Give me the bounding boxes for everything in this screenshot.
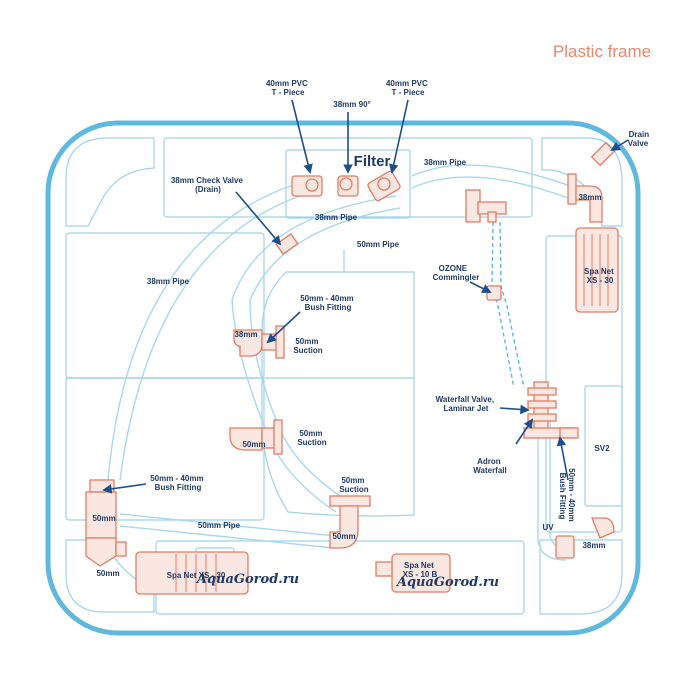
label-pvc-90: 38mm 90° [333, 100, 370, 109]
watermark-2: AquaGorod.ru [395, 575, 499, 590]
arrow-pvc-tee-right [388, 99, 409, 174]
ozone-line-a [491, 221, 515, 389]
elbow-50mm-left [229, 427, 263, 451]
label-pipe-38-bend: 38mm [234, 330, 257, 339]
uv-lamp [555, 535, 575, 559]
label-pipe-38-mid: 38mm Pipe [315, 213, 358, 222]
suction-3 [329, 495, 371, 549]
label-drain-valve: Drain Valve [628, 130, 652, 148]
label-sv2: SV2 [594, 444, 610, 453]
label-spanet-xs30-bottom: Spa Net XS - 30 [167, 571, 226, 580]
pipe-50mm-arc-b [249, 207, 401, 501]
label-pipe-38-left: 38mm Pipe [147, 277, 190, 286]
label-pvc-tee-right: 40mm PVC T - Piece [386, 79, 430, 97]
arrow-bush-fitting-left [102, 483, 147, 494]
label-suction-1: 50mm Suction [293, 337, 322, 355]
label-pipe-50-suction-bend: 50mm [332, 532, 355, 541]
label-suction-2: 50mm Suction [297, 429, 326, 447]
pipe-38mm-top-b [411, 176, 569, 199]
bush-fitting-left [85, 479, 127, 567]
arrow-ozone [469, 281, 492, 293]
label-check-valve: 38mm Check Valve (Drain) [171, 176, 245, 194]
label-pipe-50-left-bend: 50mm [242, 440, 265, 449]
tee-pieces [291, 170, 401, 202]
arrow-check-valve [235, 191, 282, 246]
label-adron: Adron Waterfall [473, 457, 507, 475]
label-bush-fitting-right: 50mm - 40mm Bush Fitting [558, 468, 576, 524]
arrow-drain-valve [610, 139, 629, 152]
ozone-line-b [499, 221, 525, 389]
label-bush-fitting-left: 50mm - 40mm Bush Fitting [150, 474, 206, 492]
arrow-adron [515, 418, 534, 445]
pipe-38mm-left [107, 183, 297, 481]
label-ozone: OZONE Commingler [433, 264, 480, 282]
corner-seat-bottom-right [539, 539, 623, 615]
pipe-38mm-top [411, 164, 571, 187]
elbow-top-right [567, 173, 603, 223]
waterfall-valve [523, 381, 575, 439]
suction-2 [261, 419, 283, 455]
panel-left-upper [65, 232, 265, 379]
label-pipe-50-top: 50mm Pipe [357, 240, 400, 249]
check-valve [275, 233, 299, 255]
pipe-50mm-bottom [119, 513, 337, 537]
label-pipe-50-bl: 50mm [96, 569, 119, 578]
bush-fitting-right [559, 427, 615, 539]
arrow-bush-fitting-top [266, 311, 301, 344]
label-uv: UV [542, 523, 554, 532]
spanet-xs10b [375, 553, 451, 593]
arrow-bush-fitting-right [556, 436, 569, 481]
diagram-title: Plastic frame [553, 42, 651, 61]
label-pipe-50-left: 50mm [92, 514, 115, 523]
label-waterfall-valve: Waterfall Valve, Laminar Jet [436, 395, 497, 413]
arrow-pvc-tee-left [291, 99, 313, 174]
spanet-xs30-bottom [135, 551, 249, 595]
label-pipe-50-bottom: 50mm Pipe [198, 521, 241, 530]
pipe-50mm-bottom-b [119, 525, 335, 549]
label-pipe-38-top: 38mm Pipe [424, 158, 467, 167]
footwell [261, 271, 415, 517]
ozone-injector [465, 189, 507, 223]
spanet-xs30-right [575, 227, 619, 313]
pipe-38mm-left-b [119, 195, 301, 481]
label-pipe-38-br: 38mm [582, 541, 605, 550]
label-spanet-xs10b: Spa Net XS - 10 B [403, 561, 438, 579]
label-spanet-xs30-right: Spa Net XS - 30 [584, 267, 616, 285]
sv2-box [584, 385, 623, 507]
arrow-waterfall-valve [499, 404, 530, 415]
corner-seat-top-left [65, 137, 155, 227]
label-pipe-38-tr: 38mm [578, 193, 601, 202]
label-filter: Filter [354, 153, 391, 170]
label-bush-fitting-top: 50mm - 40mm Bush Fitting [300, 294, 356, 312]
pipe-right-riser [537, 420, 567, 561]
label-pvc-tee-left: 40mm PVC T - Piece [266, 79, 310, 97]
drain-valve [590, 141, 616, 167]
ozone-commingler [486, 285, 502, 301]
watermark-1: AquaGorod.ru [195, 572, 299, 587]
label-suction-3: 50mm Suction [339, 476, 368, 494]
outer-frame [45, 120, 641, 636]
